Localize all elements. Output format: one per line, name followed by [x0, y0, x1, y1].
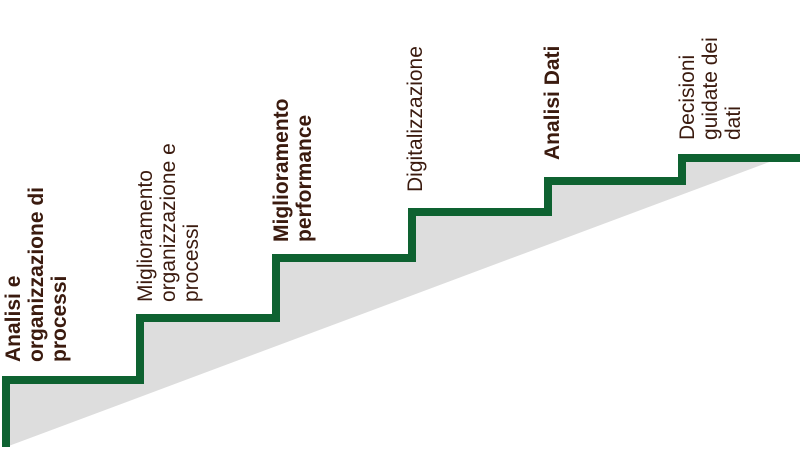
step-1-line-3: processi [48, 275, 71, 362]
step-6-line-2: guidate dei [699, 37, 722, 140]
stair-outline [2, 154, 800, 447]
step-6-line-1: Decisioni [676, 54, 699, 140]
step-2-line-3: processi [180, 223, 203, 302]
step-3-label: Miglioramento performance [270, 98, 316, 242]
step-4-label: Digitalizzazione [404, 46, 427, 192]
step-5-line-1: Analisi Dati [541, 45, 564, 160]
step-4-line-1: Digitalizzazione [404, 46, 427, 192]
step-1-line-2: organizzazione di [25, 186, 48, 362]
step-2-label: Miglioramento organizzazione e processi [134, 143, 203, 302]
stair-shadow-area [6, 158, 780, 447]
step-2-line-2: organizzazione e [157, 143, 180, 302]
step-2-line-1: Miglioramento [134, 170, 157, 302]
step-3-line-2: performance [293, 114, 316, 242]
step-3-line-1: Miglioramento [270, 98, 293, 242]
step-5-label: Analisi Dati [541, 46, 564, 160]
step-6-line-3: dati [722, 106, 745, 140]
step-6-label: Decisioni guidate dei dati [676, 37, 745, 140]
step-1-line-1: Analisi e [2, 275, 25, 362]
step-1-label: Analisi e organizzazione di processi [2, 187, 71, 362]
